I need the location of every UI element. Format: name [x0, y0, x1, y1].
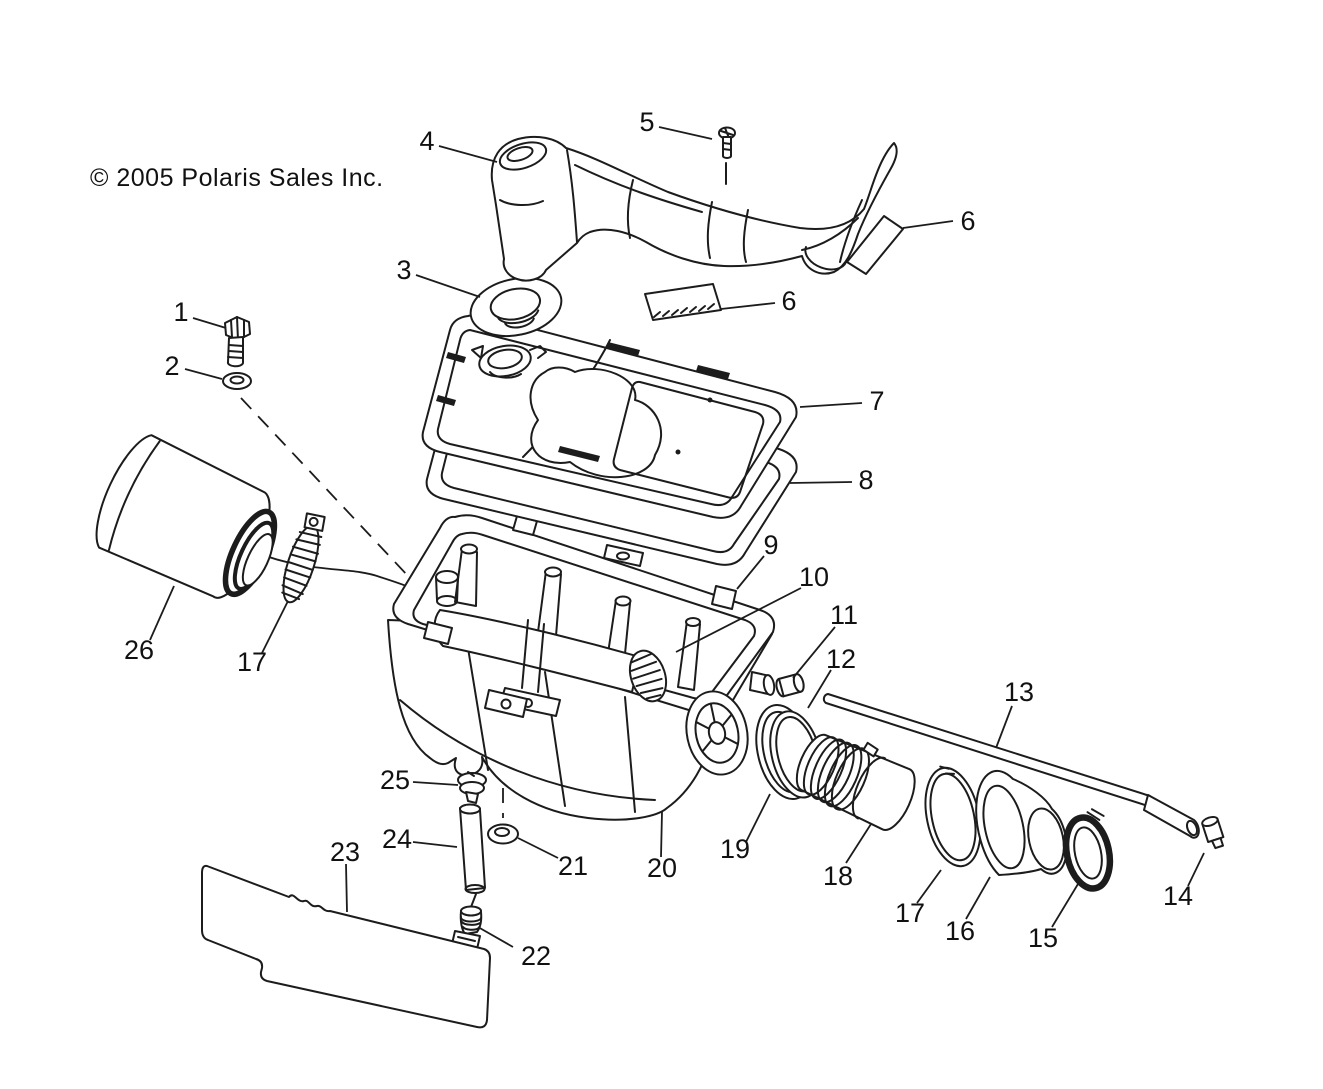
leader-line-3	[415, 274, 481, 298]
callout-number-20: 20	[647, 853, 677, 883]
part-1-bolt-drawing	[224, 316, 251, 368]
part-6-decal-drawings	[644, 215, 904, 321]
part-17-oring-rear-drawing	[924, 765, 982, 868]
leader-line-6	[720, 302, 776, 310]
part-13-vent-tube-drawing	[822, 693, 1200, 839]
callout-number-2: 2	[164, 351, 179, 381]
leader-line-25	[412, 781, 459, 786]
callout-number-26: 26	[124, 635, 154, 665]
leader-line-4	[438, 145, 498, 163]
part-15-clamp-drawing	[1062, 808, 1114, 892]
leader-line-15	[1051, 883, 1079, 928]
callout-number-23: 23	[330, 837, 360, 867]
leader-line-23	[345, 863, 348, 913]
leader-line-2	[184, 368, 223, 380]
copyright-text: © 2005 Polaris Sales Inc.	[90, 164, 384, 192]
leader-line-10	[675, 587, 802, 653]
callout-number-17: 17	[237, 647, 267, 677]
leader-line-14	[1187, 852, 1205, 887]
part-2-washer-drawing	[222, 372, 252, 390]
leader-line-17	[261, 600, 289, 654]
leader-line-24	[412, 841, 458, 848]
part-26-air-filter-drawing	[95, 434, 278, 599]
callout-number-22: 22	[521, 941, 551, 971]
part-21-washer-drawing	[487, 823, 519, 845]
part-14-fitting-drawing	[1201, 815, 1225, 850]
callout-number-10: 10	[799, 562, 829, 592]
callout-number-21: 21	[558, 851, 588, 881]
leader-line-17	[916, 869, 942, 904]
callout-number-16: 16	[945, 916, 975, 946]
leader-line-1	[192, 317, 227, 329]
leader-line-13	[995, 705, 1013, 749]
callout-number-7: 7	[869, 386, 884, 416]
part-24-drain-tube-drawing	[459, 803, 486, 908]
leader-line-6	[902, 220, 954, 229]
callout-number-15: 15	[1028, 923, 1058, 953]
callout-number-5: 5	[639, 107, 654, 137]
leader-line-20	[660, 811, 663, 858]
callout-number-3: 3	[396, 255, 411, 285]
part-7-cover-drawing	[421, 313, 798, 519]
leader-line-12	[807, 669, 832, 709]
part-23-foam-seal-drawing	[201, 864, 491, 1029]
callout-number-11: 11	[830, 600, 858, 630]
callout-number-9: 9	[763, 530, 778, 560]
part-4-intake-duct-drawing	[490, 135, 898, 282]
part-16-boot-drawing	[975, 769, 1068, 876]
callout-number-19: 19	[720, 834, 750, 864]
leader-line-26	[149, 585, 175, 641]
callout-number-17: 17	[895, 898, 925, 928]
callout-number-1: 1	[173, 297, 188, 327]
callout-number-13: 13	[1004, 677, 1034, 707]
callout-number-12: 12	[826, 644, 856, 674]
part-3-grommet-drawing	[469, 276, 563, 338]
leader-line-18	[845, 823, 872, 864]
callout-number-14: 14	[1163, 881, 1193, 911]
callout-number-25: 25	[380, 765, 410, 795]
part-20-airbox-base-drawing	[387, 514, 776, 821]
leader-line-9	[736, 555, 765, 590]
callout-number-6: 6	[960, 206, 975, 236]
part-11-bushing-drawing	[775, 673, 805, 698]
leader-line-19	[745, 793, 771, 843]
part-5-screw-drawing	[718, 126, 736, 185]
leader-line-21	[517, 837, 559, 859]
leader-line-22	[477, 926, 514, 948]
callout-number-6: 6	[781, 286, 796, 316]
leader-line-16	[965, 876, 991, 920]
leader-line-7	[799, 402, 863, 408]
leader-line-5	[658, 126, 713, 140]
leader-line-8	[789, 481, 853, 484]
callout-number-4: 4	[419, 126, 434, 156]
callout-number-24: 24	[382, 824, 412, 854]
part-17-clamp-front-drawing	[281, 512, 326, 604]
callout-number-18: 18	[823, 861, 853, 891]
part-18-intake-tube-drawing	[795, 733, 916, 831]
callout-number-8: 8	[858, 465, 873, 495]
leader-line-11	[792, 626, 836, 679]
part-25-clamp-drawing	[457, 771, 487, 804]
